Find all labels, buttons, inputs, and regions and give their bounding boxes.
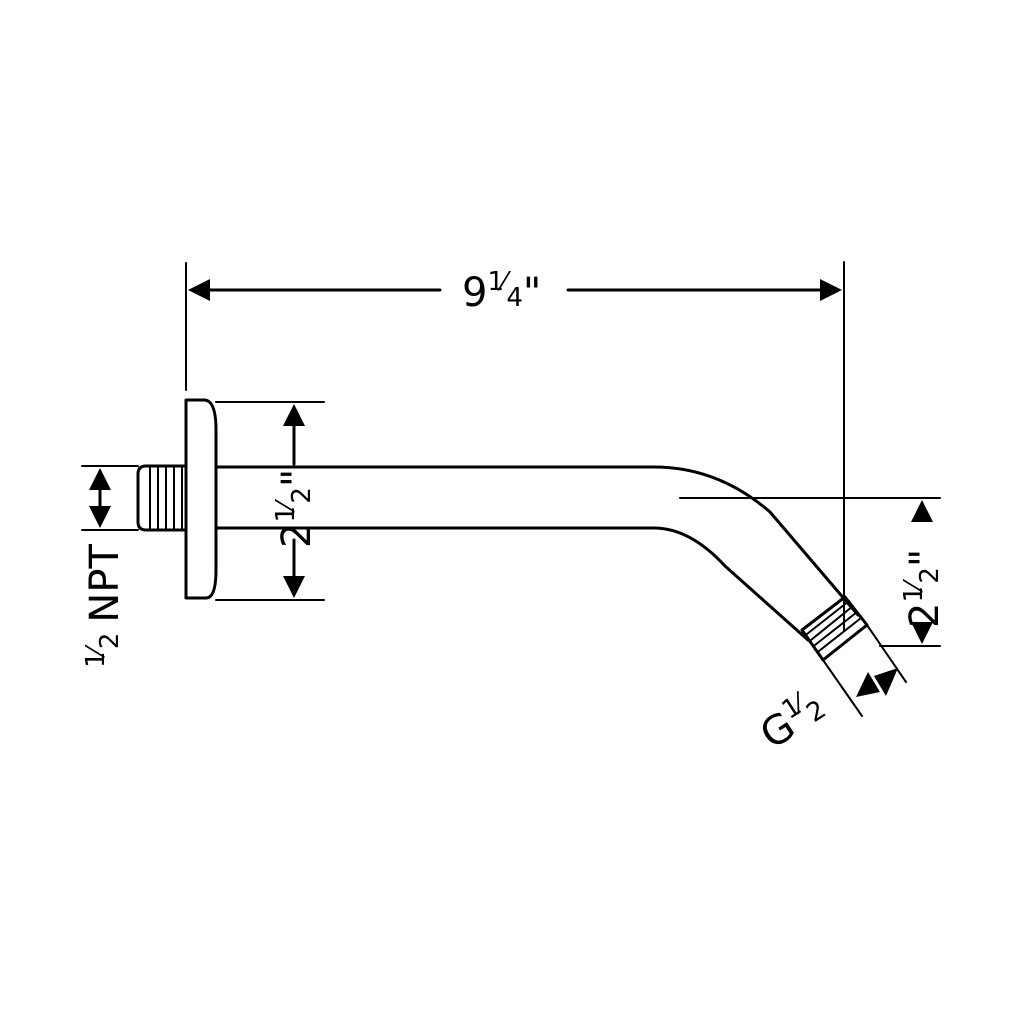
arrow-up-icon <box>283 404 305 426</box>
inlet-dimension: 1⁄2NPT <box>81 465 139 668</box>
arm-bottom-edge <box>214 526 810 642</box>
arrow-down-icon <box>283 576 305 598</box>
arrow-left-icon <box>188 279 210 301</box>
wall-flange <box>184 398 325 601</box>
arm-top-edge <box>214 465 860 617</box>
arrow-down-left-icon <box>856 672 880 697</box>
arm-pipe <box>214 465 860 642</box>
flange-height-label: 21⁄2" <box>271 469 320 548</box>
drop-height-dimension: 21⁄2" <box>679 497 948 647</box>
outlet-thread <box>800 595 869 662</box>
drop-height-label: 21⁄2" <box>899 549 948 628</box>
arrow-down-icon <box>911 622 933 644</box>
arrow-down-icon <box>89 506 111 528</box>
flange-height-dimension: 21⁄2" <box>271 404 320 598</box>
length-dimension: 91⁄4" <box>185 261 845 631</box>
arrow-up-icon <box>911 500 933 522</box>
inlet-thread-label: 1⁄2NPT <box>81 544 128 668</box>
arrow-up-icon <box>89 468 111 490</box>
arrow-right-icon <box>820 279 842 301</box>
inlet-thread <box>136 464 188 532</box>
length-label: 91⁄4" <box>462 267 541 316</box>
arrow-up-right-icon <box>874 668 898 696</box>
outlet-thread-label: G1⁄2 <box>751 681 833 758</box>
